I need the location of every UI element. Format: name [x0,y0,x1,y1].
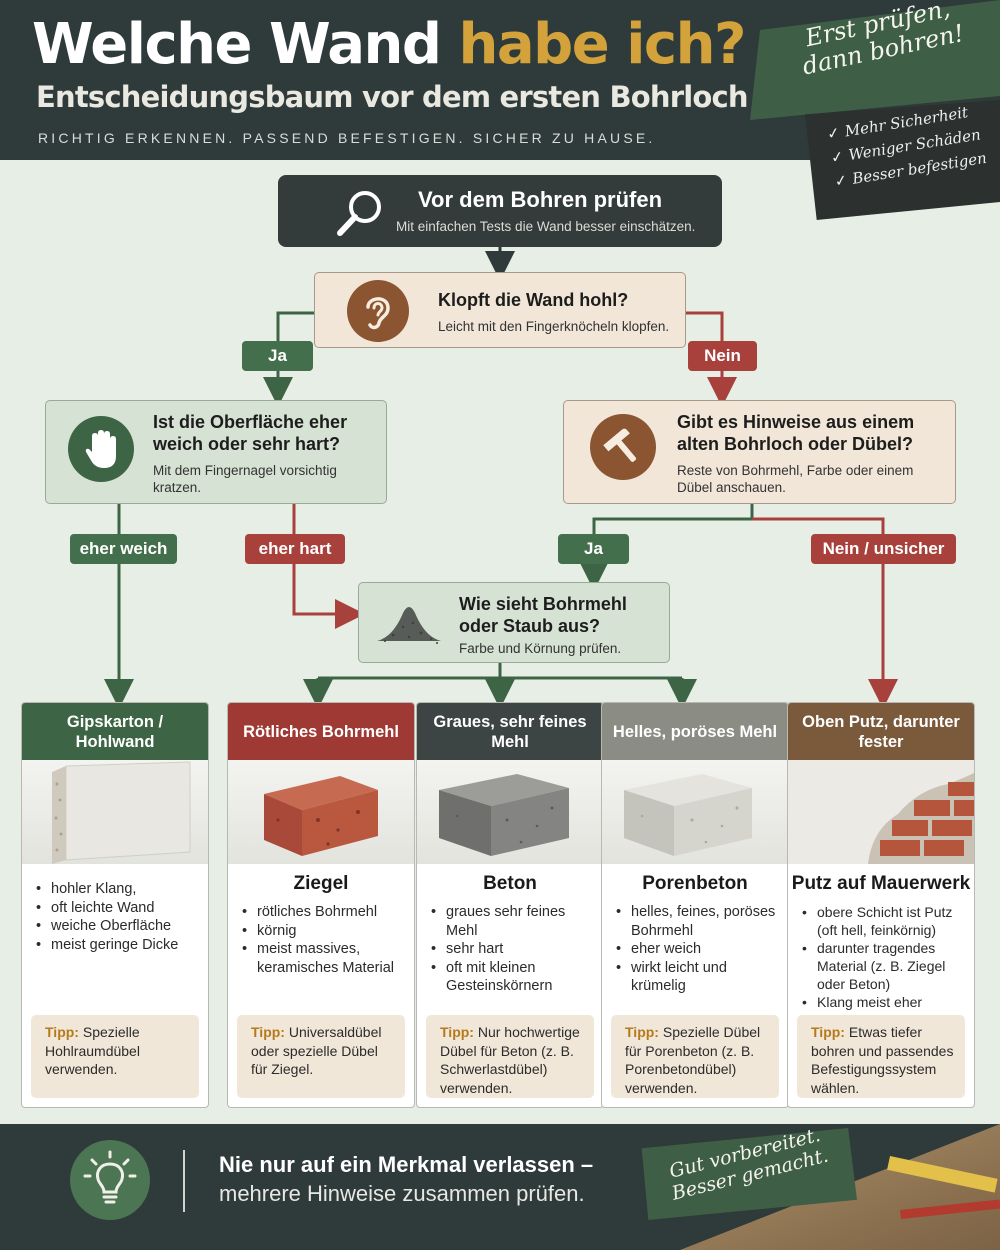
hand-icon [68,416,134,482]
card-header: Rötliches Bohrmehl [228,703,414,760]
bullet-item: wirkt leicht und krümelig [616,959,778,996]
connector-q4-split [318,663,682,680]
plaster-over-brick-image [788,760,974,864]
red-brick-image [228,760,414,864]
footer-message-line-1: Nie nur auf ein Merkmal verlassen – [219,1152,594,1177]
bullet-item: rötliches Bohrmehl [242,903,404,922]
drywall-panel-image [22,760,208,864]
card-bullets: graues sehr feines Mehl sehr hart oft mi… [417,903,603,996]
card-title: Ziegel [293,873,349,894]
bullet-item: darunter tragendes Material (z. B. Ziege… [802,939,964,993]
result-card-putz: Oben Putz, darunter fester Putz auf Maue… [787,702,975,1108]
branch-label-q1-yes: Ja [242,341,313,371]
q1-subtitle: Leicht mit den Fingerknöcheln klopfen. [438,319,670,334]
card-title: Putz auf Mauerwerk [791,873,971,894]
magnifier-icon [337,191,381,236]
question-hollow-sound: Klopft die Wand hohl? Leicht mit den Fin… [314,272,686,348]
title-accent: habe ich? [458,12,747,77]
aerated-concrete-block-image [602,760,788,864]
page-subtitle: Entscheidungsbaum vor dem ersten Bohrloc… [36,80,749,114]
card-bullets: rötliches Bohrmehl körnig meist massives… [228,903,414,977]
concrete-block-image [417,760,603,864]
card-header: Gipskarton / Hohlwand [22,703,208,760]
card-bullets: obere Schicht ist Putz (oft hell, feinkö… [788,903,974,1029]
bullet-item: körnig [242,922,404,941]
bullet-item: sehr hart [431,940,593,959]
footer-divider [183,1150,185,1212]
start-subtitle: Mit einfachen Tests die Wand besser eins… [396,219,696,234]
lightbulb-icon [70,1140,150,1220]
card-tip: Tipp: Etwas tiefer bohren und passendes … [797,1015,965,1098]
page-title: Welche Wand habe ich? [32,12,747,77]
bullet-item: oft mit kleinen Gesteinskörnern [431,959,593,996]
card-spacer [22,864,208,876]
folding-ruler-pencil-decoration [887,1156,1000,1219]
branch-label-hard: eher hart [245,534,345,564]
card-bullets: helles, feines, poröses Bohrmehl eher we… [602,903,788,996]
card-tip: Tipp: Universaldübel oder spezielle Dübe… [237,1015,405,1098]
bullet-item: graues sehr feines Mehl [431,903,593,940]
q1-title: Klopft die Wand hohl? [438,290,629,310]
result-card-ziegel: Rötliches Bohrmehl Ziegel rötliches Bohr… [227,702,415,1108]
bullet-item: obere Schicht ist Putz (oft hell, feinkö… [802,903,964,939]
bullet-item: weiche Oberfläche [36,917,198,936]
branch-label-q3-yes: Ja [558,534,629,564]
title-main: Welche Wand [32,12,442,77]
card-title: Beton [483,873,537,894]
branch-label-q3-no: Nein / unsicher [811,534,956,564]
branch-label-q1-no: Nein [688,341,757,371]
bullet-item: hohler Klang, [36,880,198,899]
bullet-item: oft leichte Wand [36,899,198,918]
chalkboard-panel [805,100,1000,220]
q4-subtitle: Farbe und Körnung prüfen. [459,641,622,656]
card-tip: Tipp: Spezielle Dübel für Porenbeton (z.… [611,1015,779,1098]
card-bullets: hohler Klang, oft leichte Wand weiche Ob… [22,880,208,954]
start-node: Vor dem Bohren prüfen Mit einfachen Test… [278,175,722,247]
result-card-porenbeton: Helles, poröses Mehl Porenbeton helles, … [601,702,789,1108]
card-tip: Tipp: Spezielle Hohlraumdübel verwenden. [31,1015,199,1098]
bullet-item: meist massives, keramisches Material [242,940,404,977]
bullet-item: helles, feines, poröses Bohrmehl [616,903,778,940]
hammer-icon [590,414,656,480]
result-card-drywall: Gipskarton / Hohlwand hohler Klang, oft … [21,702,209,1108]
card-tip: Tipp: Nur hochwertige Dübel für Beton (z… [426,1015,594,1098]
dust-pile-icon [377,607,441,644]
start-title: Vor dem Bohren prüfen [418,187,663,212]
ear-icon [347,280,409,342]
card-header: Oben Putz, darunter fester [788,703,974,760]
footer-message-line-2: mehrere Hinweise zusammen prüfen. [219,1181,585,1206]
card-header: Graues, sehr feines Mehl [417,703,603,760]
card-title: Porenbeton [642,873,748,894]
card-header: Helles, poröses Mehl [602,703,788,760]
tagline: RICHTIG ERKENNEN. PASSEND BEFESTIGEN. SI… [38,130,656,146]
bullet-item: meist geringe Dicke [36,936,198,955]
branch-label-soft: eher weich [70,534,177,564]
bullet-item: eher weich [616,940,778,959]
result-card-beton: Graues, sehr feines Mehl Beton graues se… [416,702,604,1108]
